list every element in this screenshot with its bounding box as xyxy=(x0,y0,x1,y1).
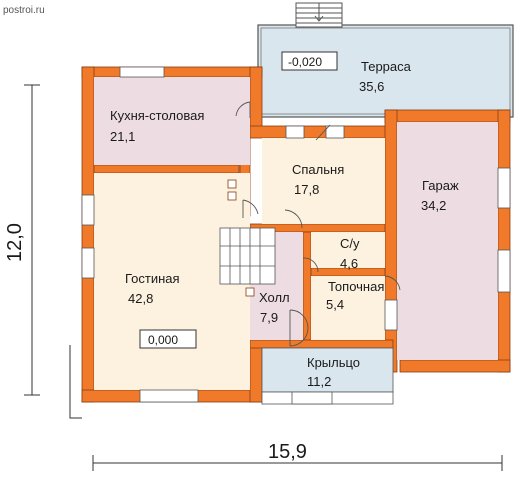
height-dimension: 12,0 xyxy=(4,223,26,262)
room-area-bedroom: 17,8 xyxy=(294,182,319,197)
room-area-terrace: 35,6 xyxy=(359,79,384,94)
boiler-floor xyxy=(311,276,385,340)
room-area-garage: 34,2 xyxy=(421,198,446,213)
room-name-terrace: Терраса xyxy=(361,59,412,74)
room-name-garage: Гараж xyxy=(422,178,459,193)
porch-floor xyxy=(261,347,394,393)
room-name-porch: Крыльцо xyxy=(307,355,360,370)
room-name-bedroom: Спальня xyxy=(292,162,344,177)
room-area-boiler: 5,4 xyxy=(326,297,344,312)
room-name-kitchen: Кухня-столовая xyxy=(110,108,204,123)
terrace-stairs xyxy=(295,2,343,28)
watermark: postroi.ru xyxy=(3,5,45,16)
wall-markers xyxy=(227,179,255,297)
height-dimension-line xyxy=(24,84,82,419)
room-area-kitchen: 21,1 xyxy=(110,129,135,144)
level-box-living xyxy=(139,329,197,349)
windows xyxy=(81,66,511,405)
main-stairs xyxy=(219,227,276,285)
room-area-hall: 7,9 xyxy=(260,310,278,325)
room-name-living: Гостиная xyxy=(125,271,180,286)
width-dimension: 15,9 xyxy=(268,441,307,463)
terrace-floor xyxy=(257,24,514,118)
bedroom-floor xyxy=(262,138,385,224)
doors xyxy=(235,101,401,347)
bathroom-floor xyxy=(311,232,385,268)
level-living: 0,000 xyxy=(148,333,178,347)
garage-floor xyxy=(397,122,498,360)
room-name-boiler: Топочная xyxy=(328,279,384,294)
room-name-bathroom: С/у xyxy=(340,236,360,251)
kitchen-floor xyxy=(94,77,250,165)
room-area-bathroom: 4,6 xyxy=(340,256,358,271)
room-area-living: 42,8 xyxy=(128,291,153,306)
level-terrace: -0,020 xyxy=(288,55,322,69)
room-name-hall: Холл xyxy=(259,290,290,305)
room-area-porch: 11,2 xyxy=(307,374,331,389)
width-dimension-line xyxy=(92,455,503,471)
level-box-terrace xyxy=(281,51,338,71)
